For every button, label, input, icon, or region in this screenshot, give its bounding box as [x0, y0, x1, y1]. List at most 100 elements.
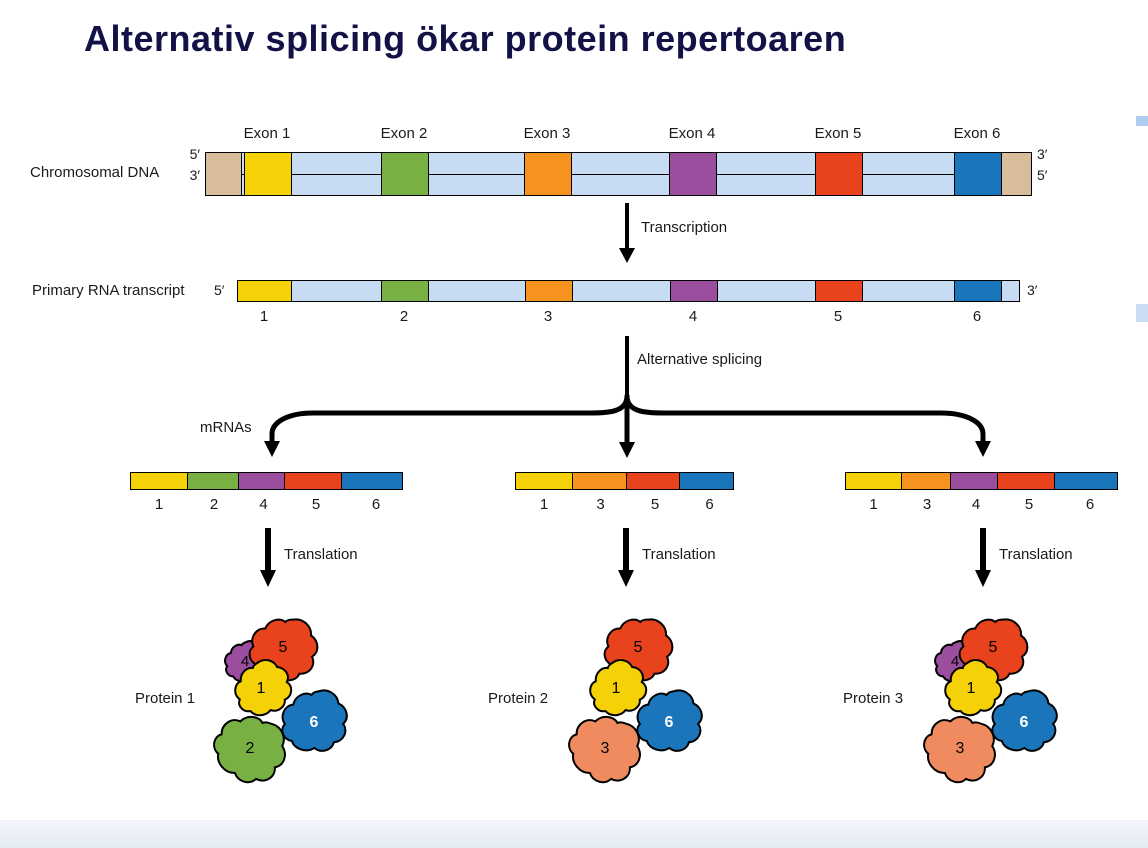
mrna3-seg-3 — [901, 472, 951, 490]
mrna3-num-3: 3 — [922, 496, 932, 513]
protein1-domain5-num: 5 — [279, 639, 288, 656]
dna-exon-4 — [669, 152, 717, 196]
protein1-domain5-blob — [241, 606, 326, 690]
mrna2-seg-5 — [626, 472, 680, 490]
dna-exon-3 — [524, 152, 572, 196]
rna-exon-6 — [954, 280, 1002, 302]
mrna1-seg-4 — [238, 472, 285, 490]
splicing-branch-right-head — [975, 441, 991, 457]
rna-num-1: 1 — [259, 308, 269, 325]
translation-label-1: Translation — [284, 546, 358, 563]
protein3-domain4-blob — [934, 640, 978, 682]
exon-label-4: Exon 4 — [668, 125, 716, 142]
scrollbar-fragment-upper[interactable] — [1136, 116, 1148, 126]
splicing-branch-center-head — [619, 442, 635, 458]
protein-2-label: Protein 2 — [488, 690, 549, 707]
protein2-domain3-num: 3 — [601, 740, 610, 757]
translation-arrow-1 — [260, 528, 276, 587]
protein1-domain6-num: 6 — [310, 714, 319, 731]
dna-end-bottom-right: 5′ — [1037, 167, 1048, 183]
dna-end-top-left: 5′ — [189, 146, 200, 162]
translation-arrow-2-head — [618, 570, 634, 587]
rna-end-right: 3′ — [1027, 282, 1038, 298]
transcription-label: Transcription — [641, 219, 728, 236]
rna-exon-4 — [670, 280, 718, 302]
mrna2-seg-3 — [572, 472, 627, 490]
protein-3: 4 5 1 6 3 — [911, 606, 1062, 797]
protein1-domain6-blob — [277, 684, 352, 757]
rna-num-3: 3 — [543, 308, 553, 325]
protein-1-label: Protein 1 — [135, 690, 196, 707]
mrna-bar-3 — [845, 472, 1118, 490]
mrna3-seg-4 — [950, 472, 998, 490]
exon-label-3: Exon 3 — [523, 125, 571, 142]
protein3-domain6-num: 6 — [1020, 714, 1029, 731]
protein1-domain4-blob — [224, 640, 268, 682]
dna-exon-5 — [815, 152, 863, 196]
mrna1-num-4: 4 — [259, 496, 268, 513]
transcription-arrow — [619, 203, 635, 263]
protein3-domain5-num: 5 — [989, 639, 998, 656]
protein1-domain2-num: 2 — [246, 740, 255, 757]
rna-exon-5 — [815, 280, 863, 302]
exon-label-6: Exon 6 — [953, 125, 1001, 142]
dna-end-top-right: 3′ — [1037, 146, 1048, 162]
mrna3-seg-1 — [845, 472, 902, 490]
protein3-domain3-blob — [911, 699, 1010, 797]
mrna1-seg-2 — [187, 472, 239, 490]
mrna2-numbers: 1 3 5 6 — [515, 496, 737, 516]
protein3-domain4-num: 4 — [951, 653, 959, 670]
rna-exon-2 — [381, 280, 429, 302]
transcription-arrow-head — [619, 248, 635, 263]
rna-num-6: 6 — [972, 308, 982, 325]
exon-label-2: Exon 2 — [380, 125, 428, 142]
mrna1-seg-5 — [284, 472, 342, 490]
protein2-domain3-blob — [556, 699, 655, 797]
rna-end-left: 5′ — [214, 282, 225, 298]
chromosomal-dna-label: Chromosomal DNA — [30, 164, 160, 181]
mrna1-num-6: 6 — [371, 496, 381, 513]
protein2-domain6-blob — [632, 684, 707, 757]
alternative-splicing-arrows — [264, 336, 991, 458]
protein-3-label: Protein 3 — [843, 690, 904, 707]
mrna2-num-3: 3 — [596, 496, 605, 513]
mrna3-num-4: 4 — [971, 496, 981, 513]
protein2-domain6-num: 6 — [665, 714, 674, 731]
protein2-domain5-blob — [596, 606, 681, 690]
mrna-bar-1 — [130, 472, 403, 490]
protein1-domain2-blob — [201, 699, 300, 797]
protein2-domain1-blob — [584, 654, 652, 721]
mrna-bar-2 — [515, 472, 734, 490]
rna-num-4: 4 — [688, 308, 698, 325]
mrna3-numbers: 1 3 4 5 6 — [845, 496, 1122, 516]
scrollbar-fragment-lower[interactable] — [1136, 304, 1148, 322]
protein-1: 4 5 1 6 2 — [201, 606, 352, 797]
dna-exon-2 — [381, 152, 429, 196]
protein-2: 5 1 6 3 — [556, 606, 707, 797]
translation-arrow-2 — [618, 528, 634, 587]
mrna1-num-2: 2 — [209, 496, 219, 513]
mrna3-seg-5 — [997, 472, 1055, 490]
translation-arrow-3 — [975, 528, 991, 587]
mrnas-label: mRNAs — [200, 419, 252, 436]
protein3-domain1-blob — [939, 654, 1007, 721]
mrna1-seg-1 — [130, 472, 188, 490]
protein3-domain6-blob — [987, 684, 1062, 757]
translation-arrow-3-head — [975, 570, 991, 587]
mrna3-num-1: 1 — [869, 496, 878, 513]
mrna3-num-6: 6 — [1085, 496, 1095, 513]
mrna2-num-5: 5 — [650, 496, 660, 513]
protein2-domain5-num: 5 — [634, 639, 643, 656]
translation-arrow-1-head — [260, 570, 276, 587]
primary-rna-label: Primary RNA transcript — [32, 282, 185, 299]
translation-label-2: Translation — [642, 546, 716, 563]
rna-num-2: 2 — [399, 308, 409, 325]
protein3-domain1-num: 1 — [967, 680, 976, 697]
mrna3-num-5: 5 — [1024, 496, 1034, 513]
dna-exon-6 — [954, 152, 1002, 196]
primary-rna-bar — [237, 280, 1020, 302]
bottom-strip — [0, 820, 1148, 848]
mrna2-seg-6 — [679, 472, 734, 490]
exon-label-5: Exon 5 — [814, 125, 862, 142]
